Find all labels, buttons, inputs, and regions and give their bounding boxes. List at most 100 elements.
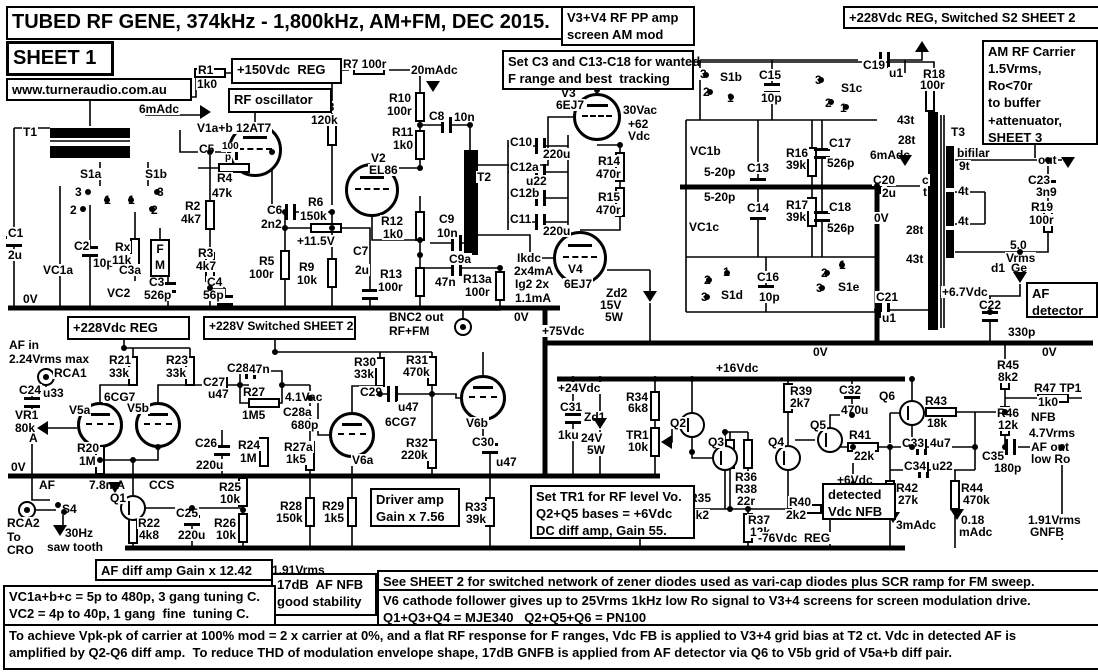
junction-dot xyxy=(1017,249,1023,255)
component-label: 47k xyxy=(211,186,234,200)
component-label: Ig2 2x xyxy=(514,277,551,291)
component-label: V4 xyxy=(567,262,584,276)
resistor-symbol xyxy=(415,130,425,160)
component-label: R21 xyxy=(108,353,133,367)
resistor-symbol xyxy=(347,497,357,527)
tube-anode xyxy=(360,175,384,179)
component-label: R13 xyxy=(379,267,404,281)
junction-dot xyxy=(843,104,849,110)
component-label: V2 xyxy=(370,151,387,165)
component-label: Q3 xyxy=(707,435,726,449)
annotation-box-sheet: SHEET 1 xyxy=(6,41,114,76)
component-label: 12k xyxy=(997,418,1020,432)
component-label: 3 xyxy=(156,185,165,199)
junction-dot xyxy=(329,225,335,231)
component-label: TR1 xyxy=(625,428,650,442)
annotation-line: M xyxy=(155,257,165,272)
component-label: 5W xyxy=(604,310,624,324)
arrow-icon xyxy=(37,421,48,435)
annotation-line: Vdc NFB xyxy=(828,504,883,520)
component-label: R20 xyxy=(76,441,101,455)
capacitor-symbol xyxy=(82,253,98,257)
arrow-icon xyxy=(898,155,912,166)
capacitor-symbol xyxy=(24,396,40,400)
component-label: 33k xyxy=(108,366,131,380)
annotation-line: 1.5Vrms, xyxy=(988,61,1042,77)
resistor-symbol xyxy=(925,407,957,417)
capacitor-symbol xyxy=(6,243,22,247)
junction-dot xyxy=(689,449,695,455)
component-label: T1 xyxy=(22,125,39,139)
annotation-line: TUBED RF GENE, 374kHz - 1,800kHz, AM+FM,… xyxy=(12,11,550,33)
capacitor-symbol xyxy=(886,302,890,318)
junction-dot xyxy=(417,252,423,258)
component-label: T2 xyxy=(476,170,493,184)
component-label: R18 xyxy=(922,67,947,81)
component-label: C35 xyxy=(981,449,1006,463)
junction-dot xyxy=(909,444,915,450)
component-label: R27 xyxy=(242,385,267,399)
component-label: C7 xyxy=(352,244,370,258)
junction-dot xyxy=(130,457,136,463)
annotation-box-set-tr1: Set TR1 for RF level Vo.Q2+Q5 bases = +6… xyxy=(530,485,695,539)
component-label: R43 xyxy=(924,394,949,408)
component-label: C28a xyxy=(282,405,313,419)
component-label: R41 xyxy=(848,428,873,442)
junction-dot xyxy=(689,376,695,382)
component-label: R9 xyxy=(298,260,316,274)
tube-grid xyxy=(563,256,597,259)
component-label: 6EJ7 xyxy=(555,98,586,112)
component-label: S1b xyxy=(144,167,169,181)
component-label: 6EJ7 xyxy=(563,277,594,291)
component-label: EL86 xyxy=(368,163,399,177)
junction-dot xyxy=(703,72,709,78)
component-label: R14 xyxy=(597,154,622,168)
resistor-symbol xyxy=(650,427,660,457)
component-label: 5-20p xyxy=(703,165,737,179)
component-label: 2u xyxy=(881,186,898,200)
component-label: C11 xyxy=(509,212,533,226)
annotation-line: +228Vdc REG, Switched S2 SHEET 2 xyxy=(849,10,1076,25)
tube-anode xyxy=(90,413,110,416)
junction-dot xyxy=(121,345,127,351)
transistor-symbol xyxy=(899,400,925,426)
component-label: R24 xyxy=(237,438,262,452)
resistor-symbol xyxy=(248,398,280,408)
component-label: C28 xyxy=(226,361,251,375)
component-label: R38 xyxy=(734,482,759,496)
annotation-box-rf-oscillator: RF oscillator xyxy=(228,88,332,113)
transistor-symbol xyxy=(712,445,738,471)
component-label: VR1 xyxy=(14,408,40,422)
component-label: To xyxy=(6,530,22,544)
component-label: 150k xyxy=(299,209,328,223)
capacitor-symbol xyxy=(542,138,546,154)
annotation-box-vc1-note: VC1a+b+c = 5p to 480p, 3 gang tuning C.V… xyxy=(3,585,276,626)
component-label: 0V xyxy=(513,310,530,324)
annotation-line: F xyxy=(156,242,164,256)
capacitor-symbol xyxy=(448,117,452,133)
tube-grid xyxy=(86,423,114,426)
annotation-line: detector xyxy=(1032,303,1084,319)
component-label: 100r xyxy=(377,280,404,294)
transformer-winding xyxy=(50,128,130,138)
component-label: R30 xyxy=(353,355,378,369)
component-label: R26 xyxy=(213,516,238,530)
component-label: u47 xyxy=(495,455,518,469)
transistor-base-bar xyxy=(782,450,785,466)
component-label: R34 xyxy=(625,390,650,404)
component-label: R29 xyxy=(321,499,346,513)
component-label: 526p xyxy=(826,156,856,170)
tube-anode xyxy=(473,386,493,389)
component-label: +75Vdc xyxy=(541,324,586,338)
capacitor-symbol xyxy=(886,178,890,194)
junction-dot xyxy=(987,309,993,315)
component-label: C3a xyxy=(118,263,143,277)
diode-icon xyxy=(1013,272,1027,283)
component-label: 6mAdc xyxy=(138,102,181,116)
tube-grid xyxy=(338,433,366,436)
tube-grid xyxy=(144,423,172,426)
